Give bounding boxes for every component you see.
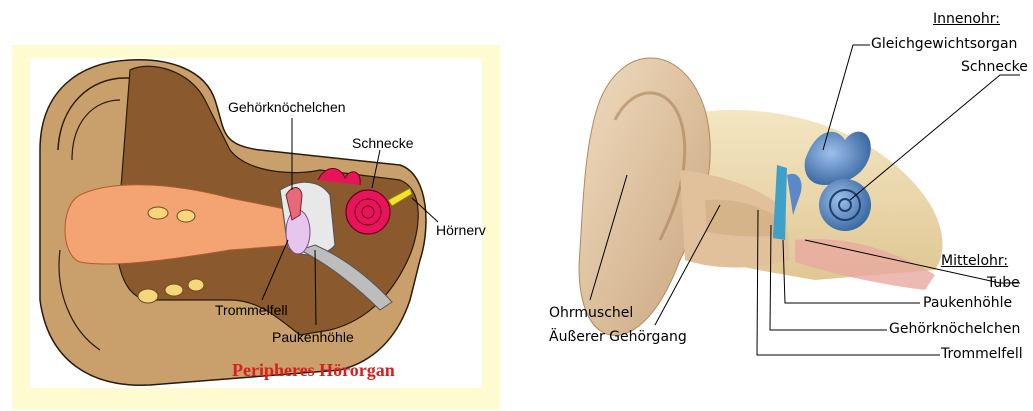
- label-ossicles: Gehörknöchelchen: [228, 100, 346, 114]
- label-cochlea: Schnecke: [352, 136, 413, 150]
- label-eardrum-right: Trommelfell: [941, 347, 1023, 361]
- left-ear-illustration: [0, 0, 515, 411]
- label-outer-canal: Äußerer Gehörgang: [549, 330, 687, 344]
- label-tympanic-cavity-right: Paukenhöhle: [923, 296, 1012, 310]
- label-cochlea-right: Schnecke: [961, 60, 1028, 74]
- left-ear-diagram: Gehörknöchelchen Schnecke Hörnerv Tromme…: [0, 0, 515, 411]
- label-ossicles-right: Gehörknöchelchen: [889, 322, 1020, 336]
- label-middle-ear-heading: Mittelohr:: [941, 254, 1008, 268]
- label-auditory-nerve: Hörnerv: [436, 223, 486, 237]
- right-ear-diagram: Innenohr: Gleichgewichtsorgan Schnecke M…: [515, 0, 1033, 411]
- label-inner-ear-heading: Innenohr:: [933, 12, 1000, 26]
- label-tube: Tube: [987, 276, 1020, 290]
- label-eardrum: Trommelfell: [215, 303, 288, 317]
- label-balance-organ: Gleichgewichtsorgan: [871, 37, 1017, 51]
- diagram-caption: Peripheres Hörorgan: [232, 360, 395, 381]
- label-tympanic-cavity: Paukenhöhle: [272, 330, 354, 344]
- label-pinna: Ohrmuschel: [549, 306, 633, 320]
